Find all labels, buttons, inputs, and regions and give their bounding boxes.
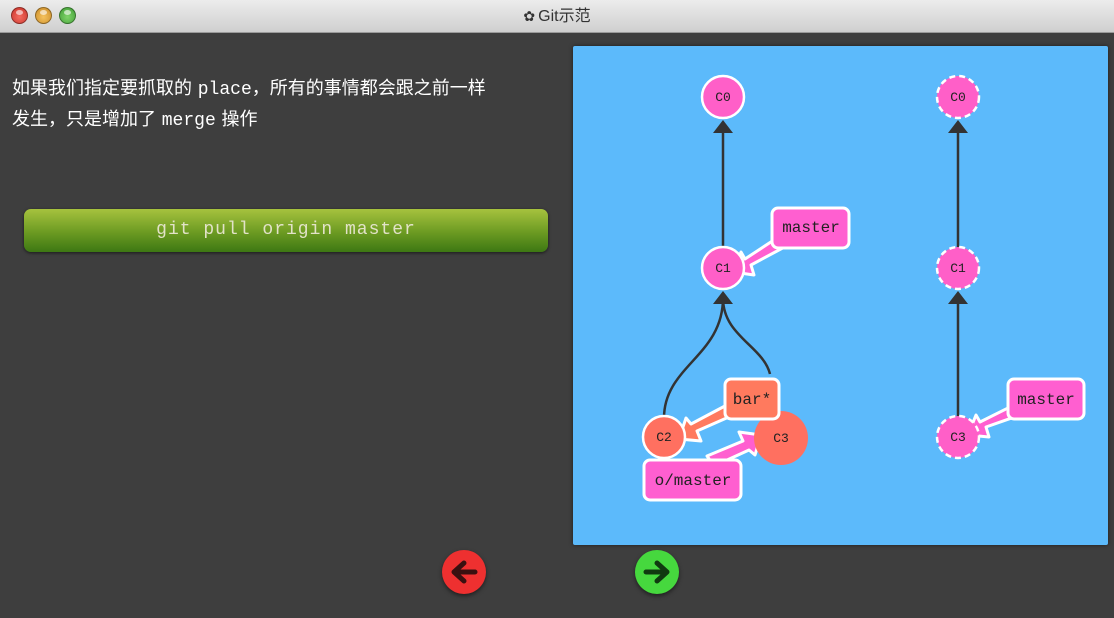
minimize-window-button[interactable]	[35, 7, 52, 24]
commit-c1[interactable]: C1	[700, 245, 746, 291]
description-text: 发生，只是增加了	[12, 109, 162, 130]
branch-name: bar*	[733, 391, 771, 409]
description-text: ，所有的事情都会跟之前一样	[251, 78, 486, 99]
branch-label-origin-master[interactable]: o/master	[642, 458, 743, 502]
remote-commit-c3[interactable]: C3	[935, 414, 981, 460]
arrow-left-icon	[451, 560, 478, 584]
commit-label: C3	[773, 431, 789, 446]
window-title: ✿Git示范	[0, 0, 1114, 33]
arrowhead-remote-c1	[948, 291, 968, 304]
commit-c3[interactable]: C3	[754, 411, 808, 465]
commit-label: C1	[715, 261, 731, 276]
commit-label: C0	[715, 90, 731, 105]
commit-label: C0	[950, 90, 966, 105]
close-window-button[interactable]	[11, 7, 28, 24]
arrowhead-c0	[713, 120, 733, 133]
arrowhead-c1	[713, 291, 733, 304]
remote-commit-c0[interactable]: C0	[935, 74, 981, 120]
branch-name: o/master	[655, 472, 732, 490]
commit-label: C3	[950, 430, 966, 445]
branch-pointer-origin-master	[705, 430, 763, 468]
branch-name: master	[1017, 391, 1075, 409]
commit-c0[interactable]: C0	[700, 74, 746, 120]
lesson-description: 如果我们指定要抓取的 place，所有的事情都会跟之前一样 发生，只是增加了 m…	[12, 74, 562, 136]
edge-c3-c1	[721, 297, 772, 375]
git-visualization: C0 C1 C2 C3 master bar* o/master	[573, 46, 1108, 545]
local-edges	[662, 128, 772, 419]
git-tree-svg: C0 C1 C2 C3 master bar* o/master	[641, 74, 1086, 502]
prev-button[interactable]	[442, 550, 486, 594]
description-code: place	[197, 80, 252, 100]
remote-branch-label-master[interactable]: master	[1006, 377, 1086, 421]
arrowhead-remote-c0	[948, 120, 968, 133]
title-bar: ✿Git示范	[0, 0, 1114, 33]
remote-commit-c1[interactable]: C1	[935, 245, 981, 291]
commit-c2[interactable]: C2	[641, 414, 687, 460]
description-code: merge	[161, 111, 216, 131]
maximize-window-button[interactable]	[59, 7, 76, 24]
commit-label: C1	[950, 261, 966, 276]
arrow-right-icon	[643, 560, 670, 584]
branch-label-bar[interactable]: bar*	[723, 377, 781, 421]
description-text: 如果我们指定要抓取的	[12, 78, 198, 99]
next-button[interactable]	[635, 550, 679, 594]
edge-c2-c1	[662, 297, 725, 419]
window-title-text: Git示范	[538, 8, 591, 25]
gear-icon: ✿	[523, 8, 536, 24]
branch-label-master[interactable]: master	[770, 206, 851, 250]
command-button[interactable]: git pull origin master	[24, 209, 548, 252]
commit-label: C2	[656, 430, 672, 445]
description-text: 操作	[215, 109, 258, 130]
branch-name: master	[782, 219, 840, 237]
